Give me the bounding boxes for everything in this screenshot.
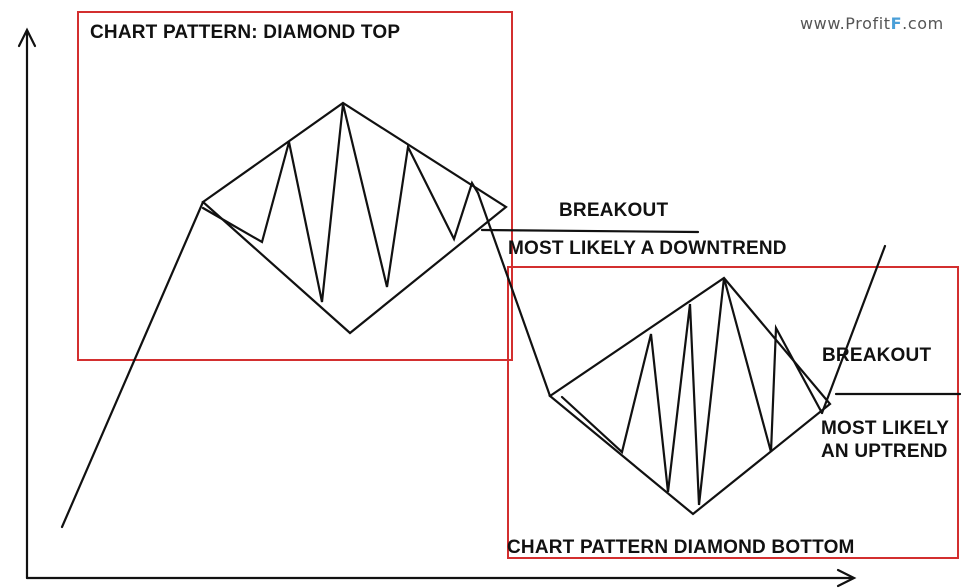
diamond-top-outline bbox=[201, 101, 508, 335]
diamond-top-box bbox=[77, 11, 513, 361]
diamond-top-title: CHART PATTERN: DIAMOND TOP bbox=[90, 22, 401, 43]
diamond-bottom-outline bbox=[548, 276, 832, 516]
uptrend-breakout-line bbox=[820, 244, 887, 415]
y-axis-arrowhead bbox=[17, 27, 37, 48]
top-trend-label: MOST LIKELY A DOWNTREND bbox=[508, 238, 787, 259]
uptrend-line bbox=[60, 200, 205, 529]
bottom-breakout-label: BREAKOUT bbox=[822, 345, 932, 366]
bottom-trend-label-line1: MOST LIKELY bbox=[821, 418, 950, 439]
top-breakout-label: BREAKOUT bbox=[559, 200, 669, 221]
diamond-top-zigzag bbox=[201, 103, 480, 303]
x-axis-arrowhead bbox=[836, 568, 857, 588]
diamond-bottom-zigzag bbox=[560, 277, 824, 506]
price-lines bbox=[60, 101, 962, 529]
watermark-prefix: www.Profit bbox=[800, 14, 891, 33]
watermark: www.ProfitF.com bbox=[800, 14, 944, 33]
axes bbox=[17, 27, 857, 588]
diamond-bottom-title: CHART PATTERN DIAMOND BOTTOM bbox=[507, 537, 855, 558]
watermark-suffix: .com bbox=[902, 14, 944, 33]
bottom-trend-label-line2: AN UPTREND bbox=[821, 441, 948, 462]
downtrend-line bbox=[476, 191, 552, 398]
diamond-bottom-box bbox=[507, 266, 959, 559]
top-breakout-level bbox=[480, 228, 700, 234]
watermark-accent-letter: F bbox=[890, 14, 903, 33]
